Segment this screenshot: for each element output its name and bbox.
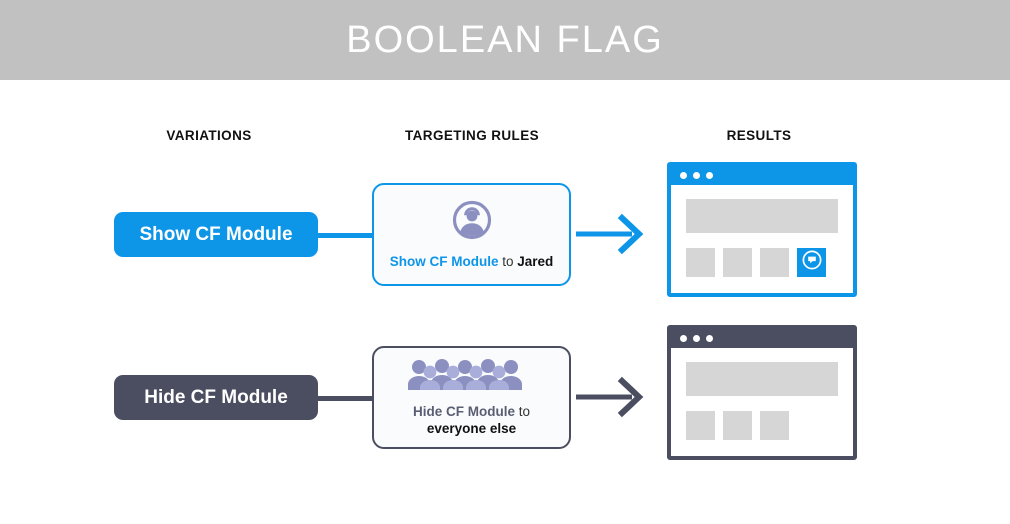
rule-connector-word: to <box>514 404 530 419</box>
targeting-rule-card-show-cf-module[interactable]: Show CF Module to Jared <box>372 183 571 286</box>
window-dot-icon <box>706 335 713 342</box>
window-dot-icon <box>693 172 700 179</box>
cf-module-tile[interactable] <box>797 248 826 277</box>
column-headers: VARIATIONS TARGETING RULES RESULTS <box>0 128 1010 148</box>
window-body <box>671 348 853 456</box>
content-tile-row <box>686 248 838 277</box>
rule-variation-name: Show CF Module <box>389 253 499 269</box>
window-dot-icon <box>693 335 700 342</box>
content-tile <box>760 411 789 440</box>
rule-audience-name: Jared <box>517 253 554 269</box>
connector-line <box>317 395 375 401</box>
window-titlebar <box>671 166 853 185</box>
page-title: BOOLEAN FLAG <box>346 19 664 61</box>
column-header-results: RESULTS <box>726 128 792 143</box>
flag-rule-row: Show CF Module Show CF Module to Jared <box>0 155 1010 325</box>
flag-rule-row: Hide CF Module <box>0 318 1010 488</box>
variation-pill-label: Hide CF Module <box>144 386 288 408</box>
chat-bubble-icon <box>801 249 823 276</box>
connector-line <box>317 232 375 238</box>
window-dot-icon <box>706 172 713 179</box>
window-dot-icon <box>680 335 687 342</box>
content-placeholder-block <box>686 199 838 233</box>
content-tile <box>686 411 715 440</box>
result-browser-window-show[interactable] <box>667 162 857 297</box>
content-tile <box>723 411 752 440</box>
targeting-rule-card-hide-cf-module[interactable]: Hide CF Module to everyone else <box>372 346 571 449</box>
variation-pill-hide-cf-module[interactable]: Hide CF Module <box>114 375 318 420</box>
variation-pill-show-cf-module[interactable]: Show CF Module <box>114 212 318 257</box>
rule-connector-word: to <box>498 253 518 269</box>
rule-audience-name: everyone else <box>426 421 517 436</box>
flow-arrow <box>576 375 646 419</box>
variation-pill-label: Show CF Module <box>139 223 293 245</box>
window-titlebar <box>671 329 853 348</box>
content-tile <box>686 248 715 277</box>
result-browser-window-hide[interactable] <box>667 325 857 460</box>
rule-variation-name: Hide CF Module <box>412 404 515 419</box>
column-header-variations: VARIATIONS <box>166 128 252 143</box>
single-person-icon <box>452 200 492 245</box>
targeting-rule-text: Hide CF Module to everyone else <box>405 403 538 437</box>
page-header: BOOLEAN FLAG <box>0 0 1010 80</box>
window-dot-icon <box>680 172 687 179</box>
content-placeholder-block <box>686 362 838 396</box>
content-tile-row <box>686 411 838 440</box>
column-header-targeting-rules: TARGETING RULES <box>405 128 539 143</box>
flow-arrow <box>576 212 646 256</box>
content-tile <box>760 248 789 277</box>
targeting-rule-text: Show CF Module to Jared <box>382 253 562 270</box>
crowd-of-people-icon <box>403 358 541 395</box>
content-tile <box>723 248 752 277</box>
window-body <box>671 185 853 293</box>
